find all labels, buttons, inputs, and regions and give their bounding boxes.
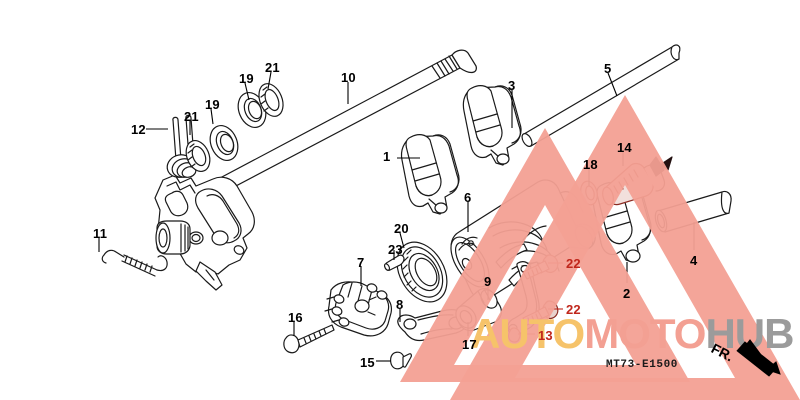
- leader-oil-seal-lower: [210, 108, 214, 125]
- callout-flange-bolt: 16: [288, 310, 303, 325]
- callout-gearshift-spindle: 10: [341, 70, 356, 85]
- callout-gearshift-fork-left: 1: [383, 149, 391, 164]
- leader-circlip-upper: [267, 71, 272, 90]
- callout-gearshift-fork-right: 3: [508, 78, 516, 93]
- front-arrow-body: [736, 341, 778, 377]
- part-code-text: MT73-E1500: [606, 359, 679, 371]
- callout-circlip-upper: 21: [265, 60, 280, 75]
- part-spindle-return-spring: [166, 114, 203, 178]
- front-direction-marker: FR.: [709, 340, 736, 364]
- leader-gearshift-fork-shaft-long: [607, 72, 618, 97]
- callout-circlip-lower: 21: [184, 109, 199, 124]
- front-direction-label: FR.: [708, 340, 737, 365]
- part-circlip-upper: [258, 83, 284, 117]
- front-arrow-icon: [745, 339, 781, 375]
- leader-oil-seal-upper: [244, 82, 250, 101]
- callout-drum-shifter-cam: 7: [357, 255, 365, 270]
- callout-cam-center-bolt: 15: [360, 355, 375, 370]
- callout-gearshift-fork-shaft-long: 5: [604, 61, 612, 76]
- part-spindle-bracket: [154, 174, 255, 291]
- part-drum-shifter-cam: [324, 281, 393, 337]
- callout-return-spring: 11: [93, 226, 108, 241]
- part-circlip-lower: [185, 140, 211, 172]
- part-oil-seal-lower: [209, 125, 239, 161]
- part-return-spring: [101, 249, 168, 277]
- callout-oil-seal-lower: 19: [205, 97, 220, 112]
- callout-dowel-pin: 23: [388, 242, 403, 257]
- callout-spindle-return-spring: 12: [131, 122, 146, 137]
- callout-oil-seal-upper: 19: [239, 71, 254, 86]
- part-flange-bolt: [283, 324, 335, 354]
- callout-shift-drum-stopper-arm: 8: [396, 297, 404, 312]
- part-oil-seal-upper: [237, 92, 267, 128]
